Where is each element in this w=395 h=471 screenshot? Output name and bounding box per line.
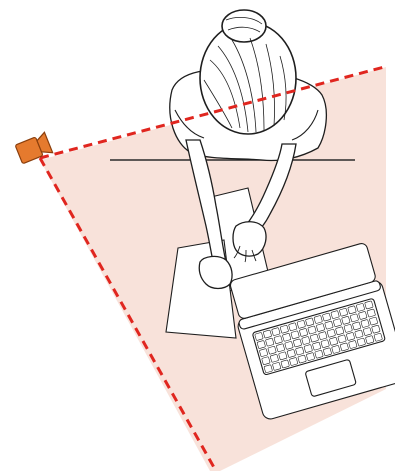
paper-sheet-bottom	[166, 240, 236, 338]
hair-bun	[222, 10, 266, 42]
